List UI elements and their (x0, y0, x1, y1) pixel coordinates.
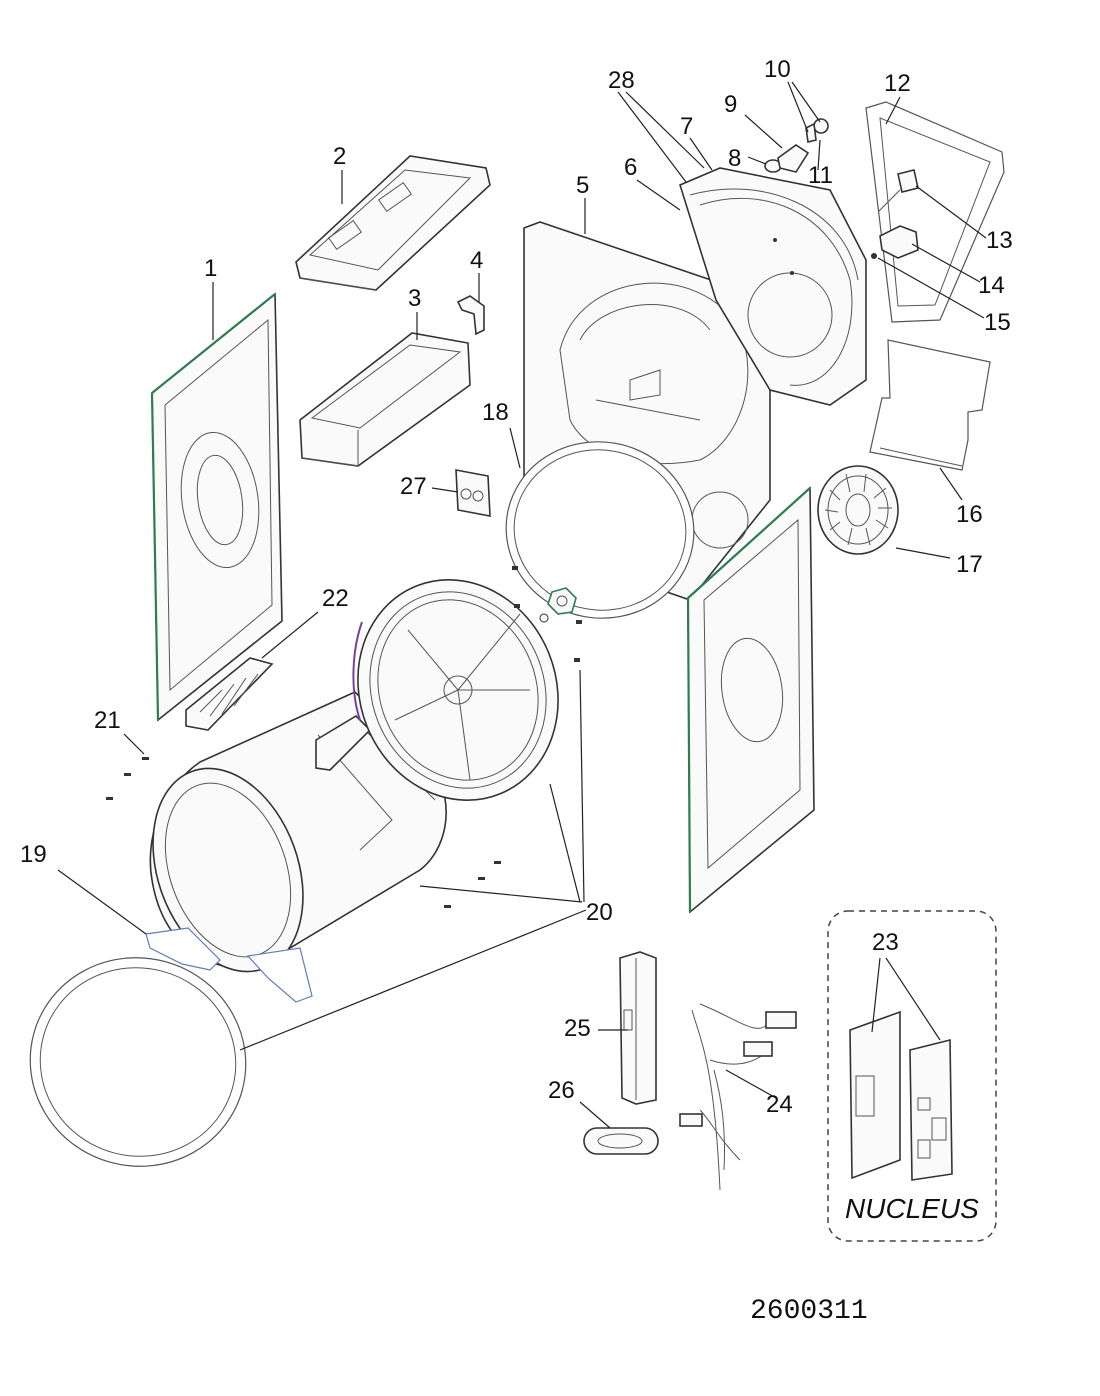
nucleus-label: NUCLEUS (845, 1193, 979, 1224)
part-4-clip (456, 295, 485, 336)
leader-lines (57, 81, 987, 1129)
drum-assembly (149, 691, 447, 973)
drum-back-plate (352, 579, 559, 801)
label-part-28: 28 (608, 67, 635, 94)
label-part-18: 18 (482, 399, 509, 426)
part-18-drum-ring (505, 441, 695, 619)
label-part-8: 8 (728, 145, 741, 172)
part-17-blower-wheel (817, 465, 899, 555)
label-part-4: 4 (470, 247, 483, 274)
part-26-pad (583, 1127, 659, 1155)
part-10-11-sensor (805, 118, 829, 143)
screws (106, 566, 582, 908)
label-part-12: 12 (884, 70, 911, 97)
label-part-7: 7 (680, 113, 693, 140)
label-part-20: 20 (586, 899, 613, 926)
label-part-5: 5 (576, 172, 589, 199)
part-3-tray (299, 332, 471, 467)
label-part-22: 22 (322, 585, 349, 612)
label-part-15: 15 (984, 309, 1011, 336)
label-part-23: 23 (872, 929, 899, 956)
part-23-control-board: NUCLEUS (827, 910, 997, 1242)
label-part-24: 24 (766, 1091, 793, 1118)
part-22-baffle (185, 657, 274, 731)
label-part-14: 14 (978, 272, 1005, 299)
label-part-6: 6 (624, 154, 637, 181)
label-part-19: 19 (20, 841, 47, 868)
label-part-17: 17 (956, 551, 983, 578)
label-part-16: 16 (956, 501, 983, 528)
part-labels: 1 2 3 4 5 6 7 8 9 10 11 12 13 14 15 16 1… (20, 56, 1013, 1118)
nucleus-dashed-frame (827, 910, 997, 1242)
label-part-11: 11 (808, 162, 833, 189)
label-part-10: 10 (764, 56, 791, 83)
part-25-rail (619, 951, 657, 1105)
part-19-brackets (145, 927, 313, 1003)
part-9-bracket (777, 144, 810, 173)
label-part-21: 21 (94, 707, 121, 734)
label-part-9: 9 (724, 91, 737, 118)
part-14-relay (879, 225, 919, 259)
bearing-hub (547, 587, 577, 615)
label-part-26: 26 (548, 1077, 575, 1104)
part-24-wire-harness (679, 1003, 797, 1191)
label-part-1: 1 (204, 255, 217, 282)
front-panel-right (686, 486, 815, 914)
part-27-switch-plate (455, 469, 491, 517)
label-part-2: 2 (333, 143, 346, 170)
part-16-cover-plate (869, 339, 991, 471)
part-15-screw (871, 253, 877, 259)
part-2-top-console (295, 155, 491, 291)
front-ring (29, 957, 247, 1167)
part-1-left-side-panel (150, 292, 283, 722)
label-part-13: 13 (986, 227, 1013, 254)
label-part-25: 25 (564, 1015, 591, 1042)
part-6-7-bulkhead (679, 167, 867, 406)
label-part-27: 27 (400, 473, 427, 500)
label-part-3: 3 (408, 285, 421, 312)
diagram-code: 2600311 (750, 1296, 868, 1327)
